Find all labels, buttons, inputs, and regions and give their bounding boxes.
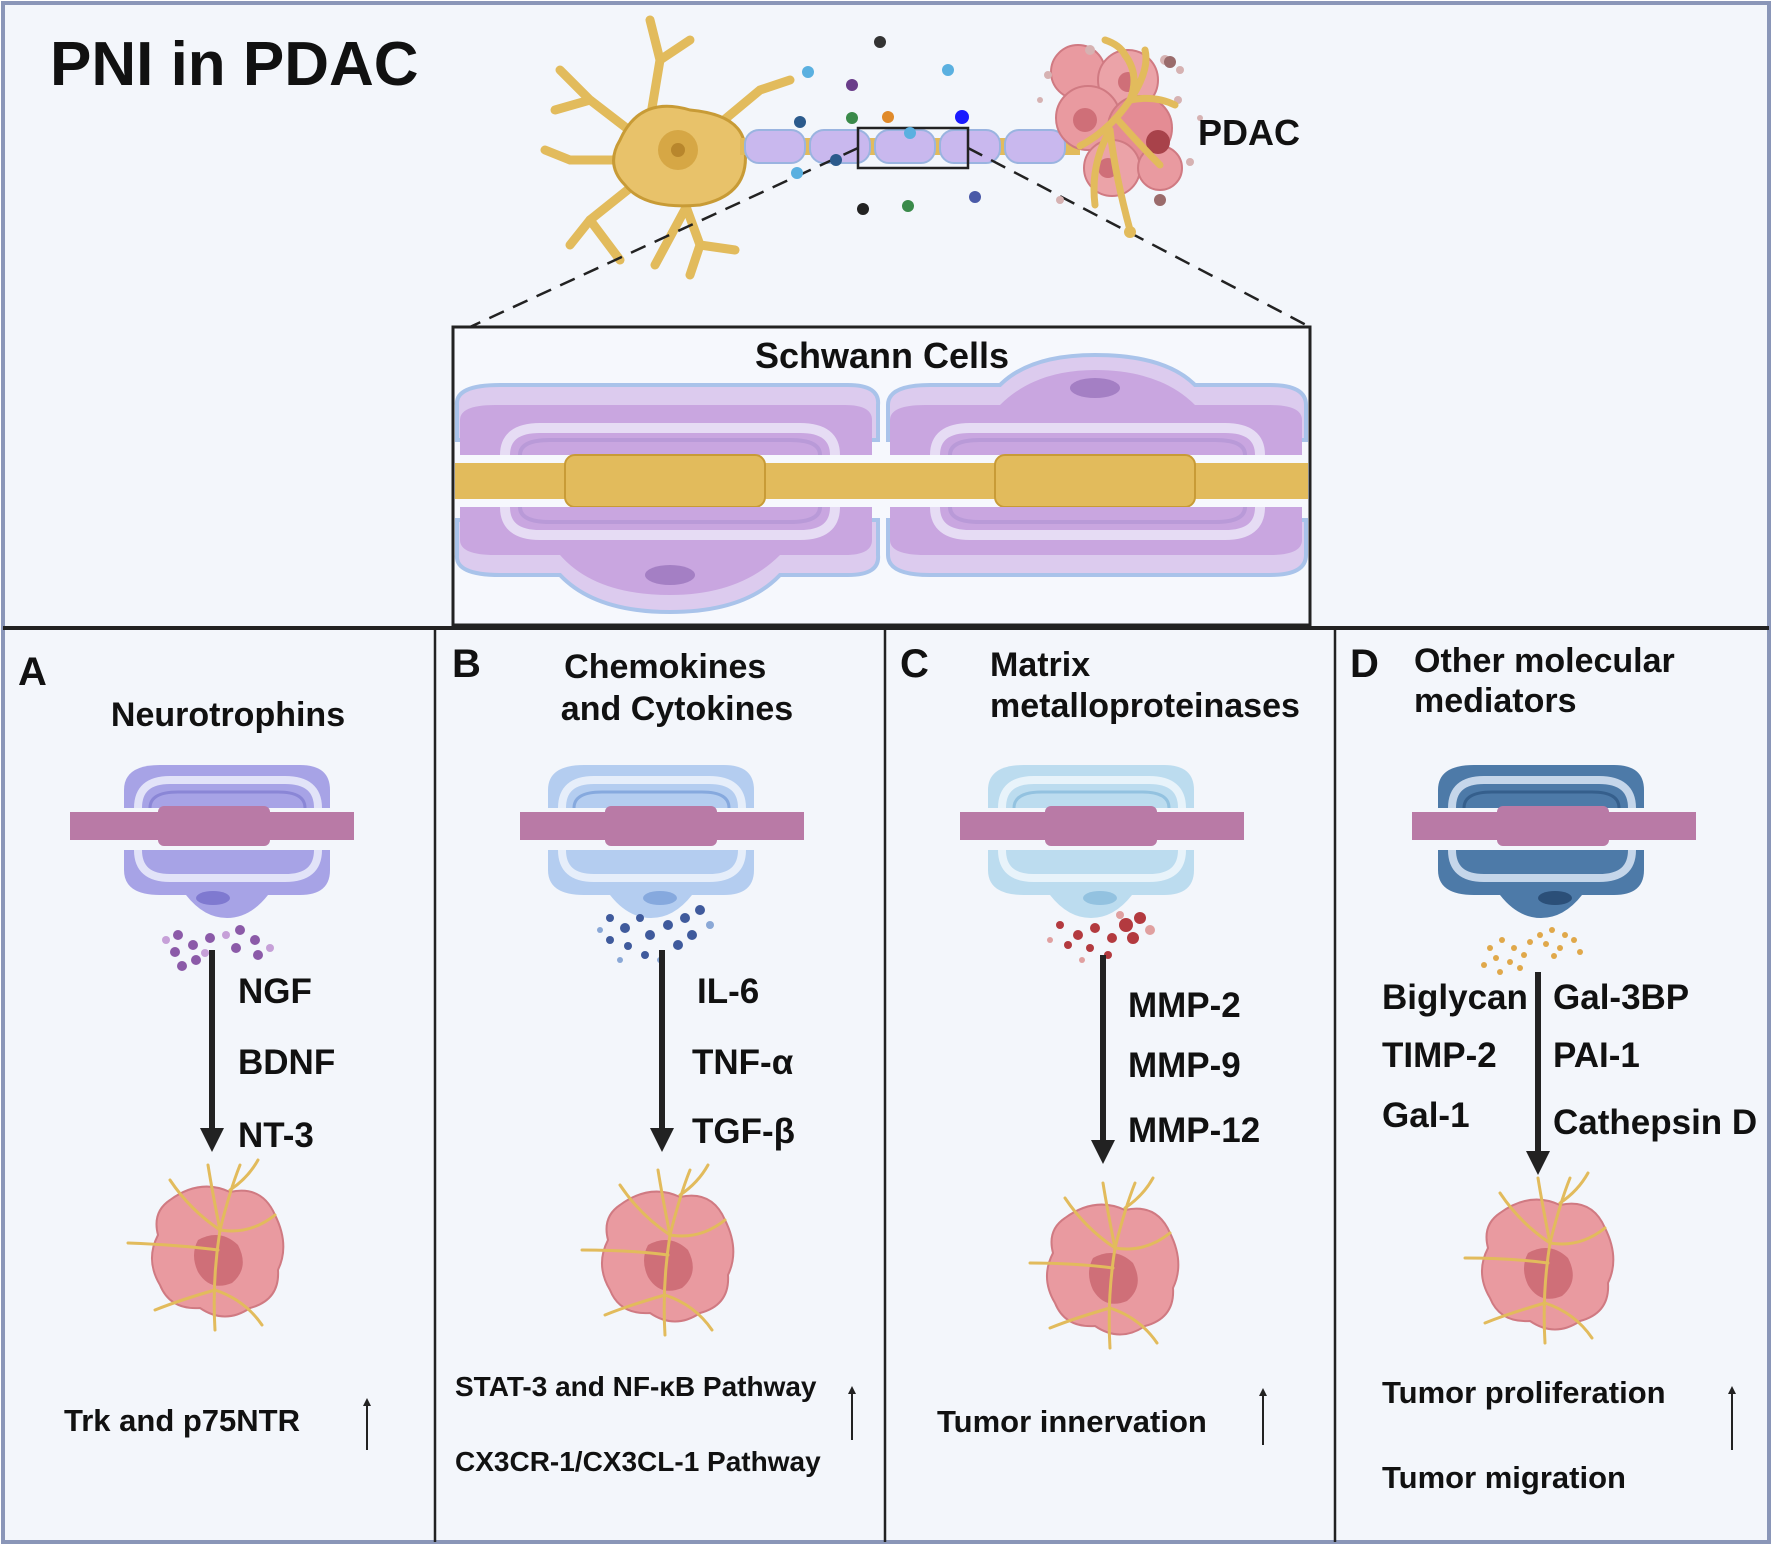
panel-d-secreted-particles	[1481, 927, 1583, 975]
panel-d: D Other molecular mediators Biglycan TIM…	[1350, 642, 1757, 1495]
panel-d-heading-line-2: mediators	[1414, 682, 1577, 720]
panel-b-mediator-3: TGF-β	[692, 1112, 795, 1151]
tumor-nerve-branches	[1076, 36, 1179, 234]
panel-c-heading-line-2: metalloproteinases	[990, 687, 1300, 725]
signaling-molecules	[791, 36, 981, 215]
panel-c-mediator-3: MMP-12	[1128, 1111, 1260, 1150]
panel-c-secreted-particles	[1047, 911, 1155, 963]
panel-c-mediator-1: MMP-2	[1128, 986, 1241, 1025]
panel-d-mediator-right-1: Gal-3BP	[1553, 978, 1689, 1017]
panel-a-mediator-2: BDNF	[238, 1043, 335, 1082]
panel-a-heading-line-2: Neurotrophins	[111, 696, 345, 734]
panel-b-outcome-2: CX3CR-1/CX3CL-1 Pathway	[455, 1446, 821, 1477]
panel-b-heading: Chemokines and Cytokines	[561, 648, 793, 728]
panel-d-letter: D	[1350, 642, 1379, 686]
panel-d-heading-line-1: Other molecular	[1414, 642, 1675, 680]
panel-a-tumor-cell	[126, 1158, 285, 1332]
panel-a-mediator-3: NT-3	[238, 1116, 314, 1155]
panel-d-outcome-1: Tumor proliferation	[1382, 1375, 1666, 1410]
panel-c: C Matrix metalloproteinases MMP-2 MMP-9 …	[900, 642, 1300, 1445]
panel-c-heading-line-1: Matrix	[990, 646, 1090, 684]
panel-b-schwann-cell	[520, 765, 804, 918]
panel-d-tumor-cell	[1463, 1171, 1615, 1345]
neuron	[469, 15, 1311, 329]
panel-d-mediator-left-2: TIMP-2	[1382, 1036, 1497, 1075]
panel-b-mediator-2: TNF-α	[692, 1043, 794, 1082]
panel-c-tumor-cell	[1028, 1176, 1180, 1350]
panel-d-schwann-cell	[1412, 765, 1696, 918]
zoom-line-left	[469, 146, 859, 329]
node-bulge-left	[564, 454, 766, 508]
panel-b-letter: B	[452, 642, 481, 686]
panel-c-heading: Matrix metalloproteinases	[990, 646, 1300, 725]
axon-myelin-segments	[744, 129, 1066, 164]
panel-b: B Chemokines and Cytokines IL-6 TNF-α TG…	[452, 642, 856, 1477]
panel-a-mediator-1: NGF	[238, 972, 312, 1011]
schwann-cell-upper-right	[886, 352, 1308, 456]
panel-b-tumor-cell	[580, 1163, 735, 1337]
panel-b-outcome-1: STAT-3 and NF-κB Pathway	[455, 1371, 817, 1402]
panel-a-secreted-particles	[162, 925, 274, 971]
panel-a-schwann-cell	[70, 765, 354, 918]
schwann-inset	[451, 325, 1312, 627]
panel-c-schwann-cell	[960, 765, 1244, 918]
diagram-title: PNI in PDAC	[50, 30, 419, 99]
tumor-label: PDAC	[1198, 112, 1300, 153]
panel-d-mediator-left-3: Gal-1	[1382, 1096, 1470, 1135]
panel-b-heading-line-1: Chemokines	[564, 648, 766, 686]
node-bulge-right	[994, 454, 1196, 508]
schwann-cell-lower-left	[454, 506, 881, 615]
panel-c-outcome-1: Tumor innervation	[937, 1404, 1207, 1439]
inset-label: Schwann Cells	[755, 335, 1009, 376]
pdac-tumor	[1037, 36, 1203, 238]
panel-a-outcome-1: Trk and p75NTR	[64, 1403, 300, 1438]
schwann-cell-lower-right	[886, 506, 1308, 577]
panel-a-letter: A	[18, 650, 47, 694]
panel-b-mediator-1: IL-6	[697, 972, 759, 1011]
panel-d-mediator-right-3: Cathepsin D	[1553, 1103, 1757, 1142]
schwann-cell-upper-left	[454, 383, 881, 456]
panel-c-mediator-2: MMP-9	[1128, 1046, 1241, 1085]
panel-a-heading: Neurotrophins	[111, 696, 345, 734]
panel-b-heading-line-2: and Cytokines	[561, 690, 793, 728]
panel-b-secreted-particles	[597, 905, 714, 963]
panel-c-letter: C	[900, 642, 929, 686]
panel-d-heading: Other molecular mediators	[1414, 642, 1684, 720]
panel-d-mediator-left-1: Biglycan	[1382, 978, 1528, 1017]
panel-d-mediator-right-2: PAI-1	[1553, 1036, 1640, 1075]
zoom-line-right	[967, 146, 1311, 329]
panel-a: A Neurotrophins NGF BDNF NT-3	[18, 650, 371, 1450]
panel-d-outcome-2: Tumor migration	[1382, 1460, 1626, 1495]
